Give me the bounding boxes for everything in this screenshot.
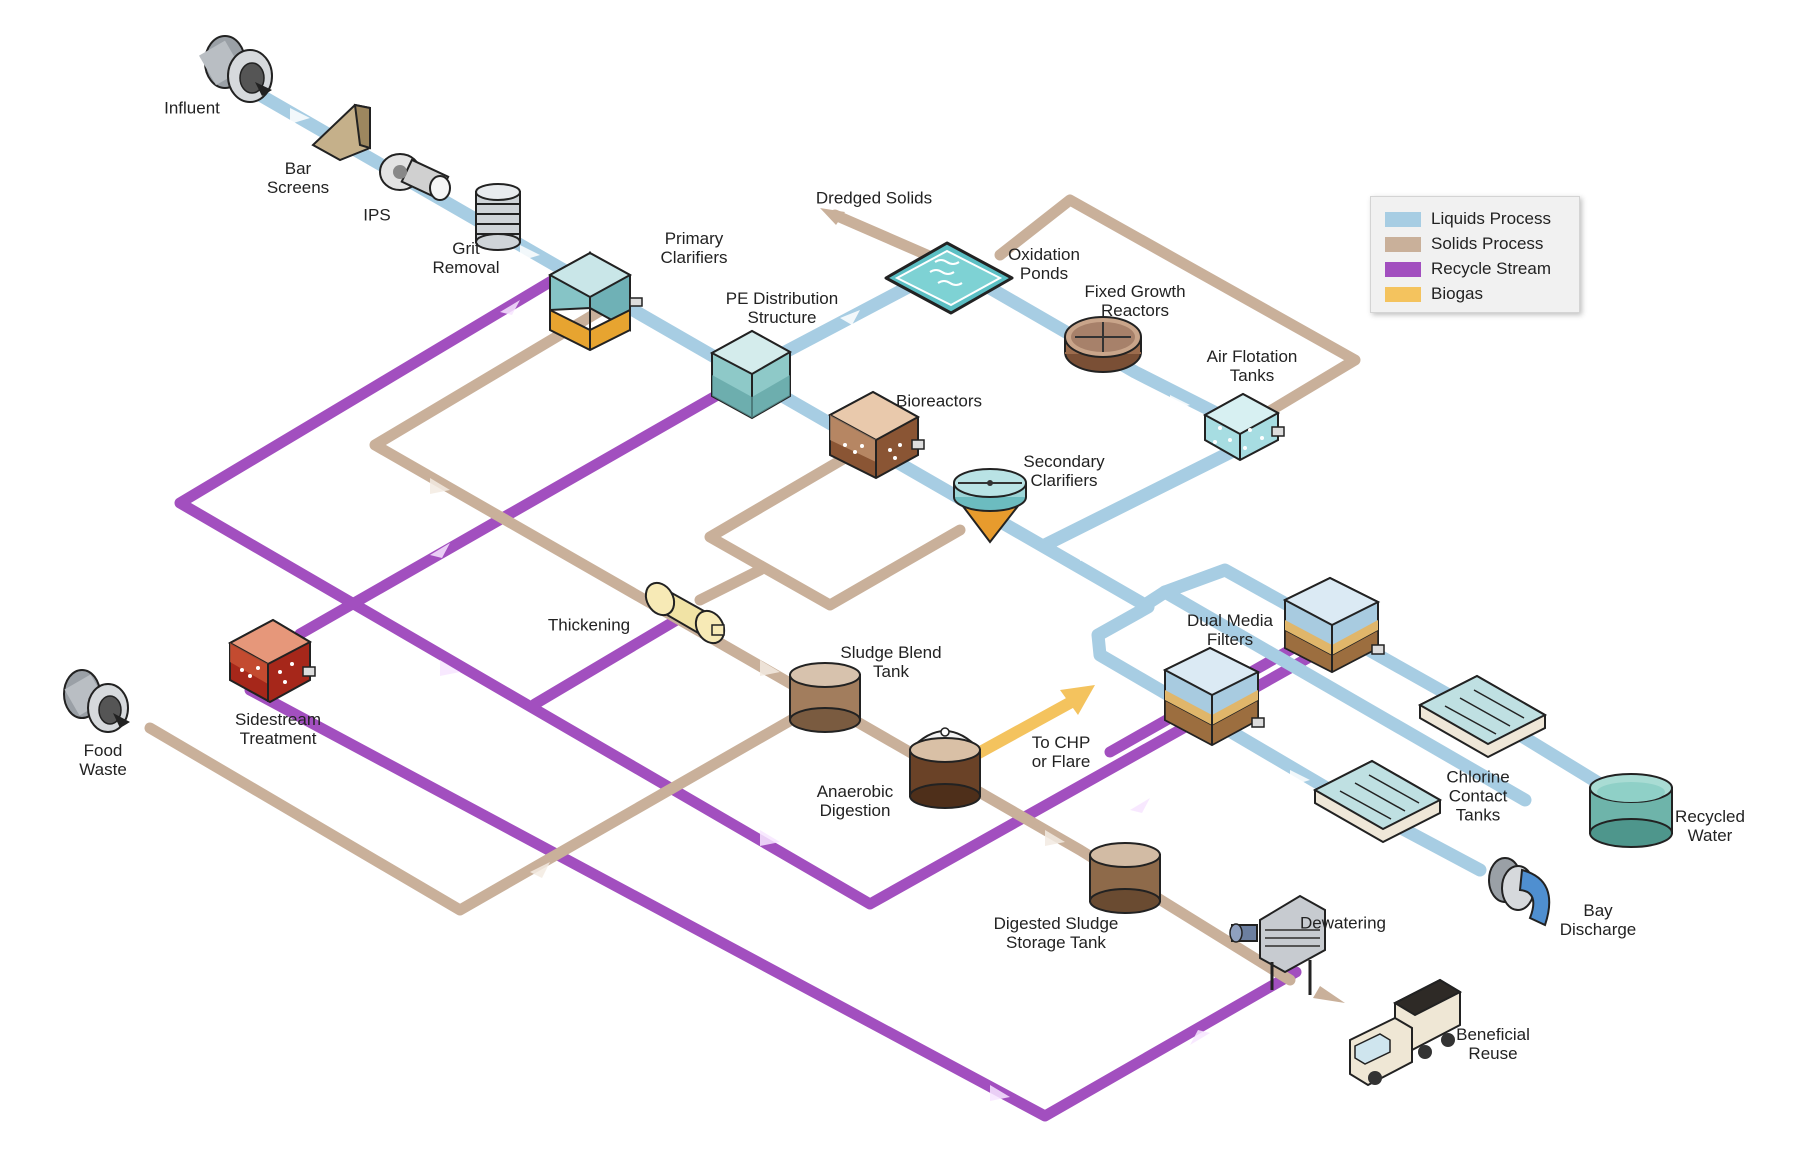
liquids-line-main [253, 88, 1532, 807]
legend-item-recycle: Recycle Stream [1385, 259, 1551, 279]
label-beneficial-reuse: Beneficial Reuse [1456, 1025, 1530, 1063]
chlorine-tank-upper-icon [1417, 674, 1548, 759]
secondary-clarifiers-icon [953, 468, 1028, 544]
solids-line-bioreactor [704, 449, 966, 611]
primary-clarifiers-icon [547, 251, 643, 352]
label-anaerobic: Anaerobic Digestion [816, 782, 894, 820]
label-thickening: Thickening [547, 615, 631, 635]
label-oxidation-ponds: Oxidation Ponds [1008, 245, 1080, 283]
liquids-line-to-ponds [763, 258, 1237, 427]
food-waste-pipe-icon [63, 669, 130, 733]
label-sludge-blend: Sludge Blend Tank [840, 643, 942, 681]
label-pe-distribution: PE Distribution Structure [725, 289, 839, 327]
digested-sludge-tank-icon [1089, 842, 1161, 914]
air-flotation-tanks-icon [1202, 392, 1285, 462]
dual-media-filter-lower-icon [1162, 646, 1265, 747]
legend-label-solids: Solids Process [1431, 234, 1544, 253]
bioreactors-icon [827, 390, 925, 480]
legend-item-solids: Solids Process [1385, 234, 1543, 254]
label-dewatering: Dewatering [1300, 913, 1386, 933]
sidestream-treatment-icon [227, 618, 316, 704]
label-bar-screens: Bar Screens [266, 159, 330, 197]
recycle-line-primary-loop [174, 264, 1346, 910]
legend-swatch-recycle [1385, 261, 1421, 277]
label-chlorine: Chlorine Contact Tanks [1446, 767, 1510, 825]
truck-icon [1349, 978, 1463, 1087]
label-fixed-growth: Fixed Growth Reactors [1084, 282, 1186, 320]
biogas-stream [969, 685, 1095, 761]
label-dredged-solids: Dredged Solids [815, 188, 933, 208]
legend-swatch-solids [1385, 236, 1421, 252]
fixed-growth-reactors-icon [1064, 316, 1142, 373]
legend-label-liquids: Liquids Process [1431, 209, 1552, 228]
dewatering-icon [1229, 894, 1326, 995]
label-recycled-water: Recycled Water [1675, 807, 1745, 845]
legend-item-biogas: Biogas [1385, 284, 1483, 304]
label-secondary-clarifiers: Secondary Clarifiers [1023, 452, 1105, 490]
solids-line-thickening [694, 564, 766, 606]
bay-discharge-pipe-icon [1488, 857, 1551, 927]
influent-pipe-icon [199, 35, 273, 103]
label-influent: Influent [164, 98, 220, 118]
label-grit-removal: Grit Removal [432, 239, 500, 277]
pe-distribution-icon [709, 329, 793, 420]
label-bioreactors: Bioreactors [896, 391, 982, 411]
legend: Liquids Process Solids Process Recycle S… [1370, 196, 1580, 313]
chlorine-tank-lower-icon [1312, 759, 1443, 844]
legend-swatch-liquids [1385, 211, 1421, 227]
label-sidestream: Sidestream Treatment [235, 710, 321, 748]
ips-pump-icon [379, 153, 451, 201]
recycle-line-pe [294, 379, 741, 640]
dredged-solids-arrowhead [820, 208, 845, 225]
legend-swatch-biogas [1385, 286, 1421, 302]
reuse-arrowhead [1313, 986, 1345, 1003]
thickening-icon [644, 581, 726, 645]
label-food-waste: Food Waste [79, 741, 127, 779]
sludge-blend-tank-icon [789, 662, 861, 733]
legend-item-liquids: Liquids Process [1385, 209, 1551, 229]
grit-removal-icon [475, 183, 521, 251]
bar-screens-icon [311, 103, 371, 162]
legend-label-biogas: Biogas [1431, 284, 1483, 303]
liquids-stream-lines [253, 88, 1617, 877]
recycle-line-thickening [529, 606, 696, 710]
dual-media-filter-upper-icon [1282, 576, 1385, 674]
label-ips: IPS [363, 205, 391, 225]
legend-label-recycle: Recycle Stream [1431, 259, 1551, 278]
label-bay-discharge: Bay Discharge [1559, 901, 1637, 939]
liquids-line-afloat-return [1038, 438, 1252, 552]
label-primary-clarifiers: Primary Clarifiers [660, 229, 728, 267]
label-air-flotation: Air Flotation Tanks [1206, 347, 1298, 385]
solids-line-loop [994, 194, 1361, 426]
anaerobic-digestion-icon [909, 727, 981, 809]
solids-line-foodwaste [144, 709, 806, 916]
label-to-chp: To CHP or Flare [1031, 733, 1091, 771]
oxidation-ponds-icon [884, 241, 1014, 315]
label-digested-storage: Digested Sludge Storage Tank [993, 914, 1119, 952]
recycled-water-tank-icon [1589, 773, 1673, 848]
recycle-line-sidestream [244, 684, 1302, 1122]
label-dual-media: Dual Media Filters [1187, 611, 1273, 649]
